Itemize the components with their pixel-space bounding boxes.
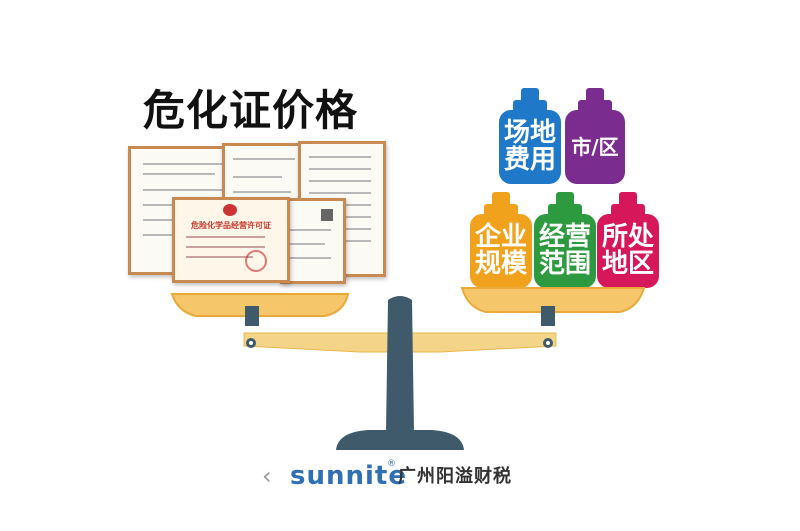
left-pan xyxy=(170,293,350,317)
weight-business-scope: 经营 范围 xyxy=(534,192,596,288)
right-pan xyxy=(460,287,646,313)
registered-mark: ® xyxy=(387,459,396,469)
weight-venue-fee: 场地 费用 xyxy=(499,88,561,184)
right-pivot-dot xyxy=(546,341,550,345)
seal-icon xyxy=(245,250,267,272)
brand-logo: sunnite xyxy=(290,461,407,491)
weight-business-scale: 企业 规模 xyxy=(470,192,532,288)
emblem-icon xyxy=(223,204,237,216)
weight-location-area: 所处 地区 xyxy=(597,192,659,288)
weight-city-district: 市/区 xyxy=(565,88,625,184)
scale-base xyxy=(336,430,464,450)
company-name: 广州阳溢财税 xyxy=(398,466,512,487)
left-pivot-dot xyxy=(249,341,253,345)
back-arrow-icon[interactable]: ‹ xyxy=(262,462,272,490)
hazardous-chemicals-certificate: 危险化学品经营许可证 xyxy=(172,197,290,283)
page-title: 危化证价格 xyxy=(143,86,359,135)
certificate-heading: 危险化学品经营许可证 xyxy=(191,221,271,230)
right-hanger xyxy=(541,306,555,326)
left-hanger xyxy=(245,306,259,326)
scale-post xyxy=(386,296,414,432)
